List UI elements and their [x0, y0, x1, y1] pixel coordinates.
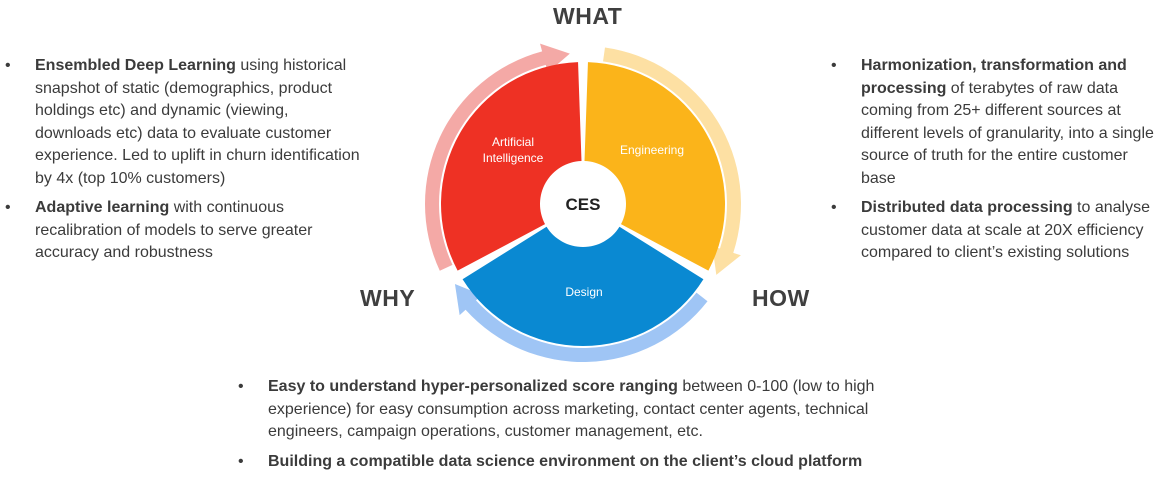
right-bullet-2: Distributed data processing to analyse c…	[831, 197, 1161, 265]
bottom-bullet-list: Easy to understand hyper-personalized sc…	[238, 376, 918, 480]
ces-center-label: CES	[566, 195, 601, 214]
how-heading: HOW	[752, 285, 810, 311]
ai-segment	[441, 62, 582, 271]
engineering-cycle-arrow	[603, 47, 741, 275]
ces-center-circle	[546, 167, 620, 241]
left-bullet-2: Adaptive learning with continuous recali…	[5, 197, 365, 265]
design-cycle-arrow	[454, 284, 708, 362]
engineering-segment	[584, 62, 725, 271]
left-bullet-1: Ensembled Deep Learning using historical…	[5, 55, 365, 190]
right-bullet-1: Harmonization, transformation and proces…	[831, 55, 1161, 190]
engineering-segment-label: Engineering	[620, 143, 684, 157]
ai-cycle-arrow	[424, 43, 570, 271]
why-heading: WHY	[360, 285, 416, 311]
ai-segment-label-line1: Artificial	[492, 135, 534, 149]
bottom-bullet-1: Easy to understand hyper-personalized sc…	[238, 376, 918, 444]
design-segment	[462, 226, 704, 346]
right-bullet-list: Harmonization, transformation and proces…	[831, 55, 1161, 272]
design-segment-label: Design	[565, 285, 602, 299]
bottom-bullet-2: Building a compatible data science envir…	[238, 451, 918, 474]
left-bullet-list: Ensembled Deep Learning using historical…	[5, 55, 365, 272]
ai-segment-label-line2: Intelligence	[483, 151, 544, 165]
what-heading: WHAT	[553, 3, 623, 29]
